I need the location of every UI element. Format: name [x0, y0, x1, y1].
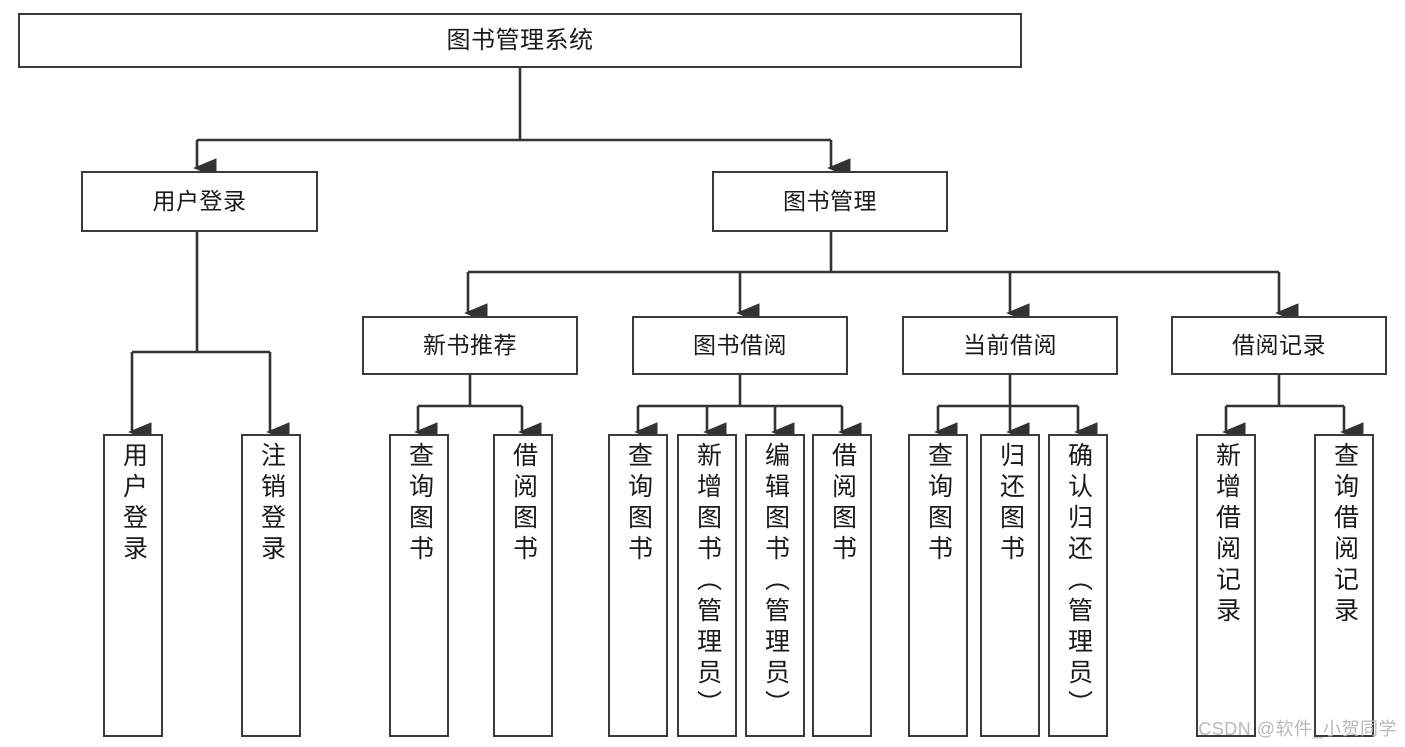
leaf-user-login[interactable]: 用户登录	[103, 434, 163, 737]
node-label: 当前借阅	[963, 332, 1057, 359]
node-label: 查询图书	[624, 442, 653, 566]
leaf-query-book-recommend[interactable]: 查询图书	[389, 434, 449, 737]
leaf-confirm-return[interactable]: 确认归还（管理员）	[1048, 434, 1108, 737]
leaf-query-borrow-record[interactable]: 查询借阅记录	[1314, 434, 1374, 737]
node-root-book-management-system[interactable]: 图书管理系统	[18, 13, 1022, 68]
node-label: 编辑图书（管理员）	[761, 442, 790, 721]
node-label: 借阅记录	[1232, 332, 1326, 359]
node-label: 新书推荐	[423, 332, 517, 359]
csdn-watermark: CSDN @软件_小贺同学	[1198, 719, 1397, 739]
node-user-login[interactable]: 用户登录	[81, 171, 318, 232]
node-label: 注销登录	[257, 442, 286, 566]
node-label: 图书借阅	[693, 332, 787, 359]
node-current-borrow[interactable]: 当前借阅	[902, 316, 1118, 375]
node-label: 查询借阅记录	[1330, 442, 1359, 628]
node-label: 用户登录	[152, 188, 247, 215]
leaf-borrow-book[interactable]: 借阅图书	[812, 434, 872, 737]
leaf-return-book[interactable]: 归还图书	[980, 434, 1040, 737]
node-label: 用户登录	[119, 442, 148, 566]
leaf-add-book[interactable]: 新增图书（管理员）	[677, 434, 737, 737]
node-label: 新增借阅记录	[1212, 442, 1241, 628]
node-label: 图书管理	[783, 188, 877, 215]
node-borrow-record[interactable]: 借阅记录	[1171, 316, 1387, 375]
node-book-management[interactable]: 图书管理	[712, 171, 948, 232]
leaf-query-book-borrow[interactable]: 查询图书	[608, 434, 668, 737]
node-new-book-recommend[interactable]: 新书推荐	[362, 316, 578, 375]
leaf-edit-book[interactable]: 编辑图书（管理员）	[745, 434, 805, 737]
node-label: 借阅图书	[828, 442, 857, 566]
leaf-add-borrow-record[interactable]: 新增借阅记录	[1196, 434, 1256, 737]
node-label: 归还图书	[996, 442, 1025, 566]
node-label: 新增图书（管理员）	[693, 442, 722, 721]
leaf-query-book-current[interactable]: 查询图书	[908, 434, 968, 737]
node-label: 查询图书	[924, 442, 953, 566]
node-label: 借阅图书	[509, 442, 538, 566]
node-label: 确认归还（管理员）	[1064, 442, 1093, 721]
node-label: 查询图书	[405, 442, 434, 566]
node-book-borrow[interactable]: 图书借阅	[632, 316, 848, 375]
node-label: 图书管理系统	[446, 26, 594, 54]
leaf-logout-login[interactable]: 注销登录	[241, 434, 301, 737]
leaf-borrow-book-recommend[interactable]: 借阅图书	[493, 434, 553, 737]
